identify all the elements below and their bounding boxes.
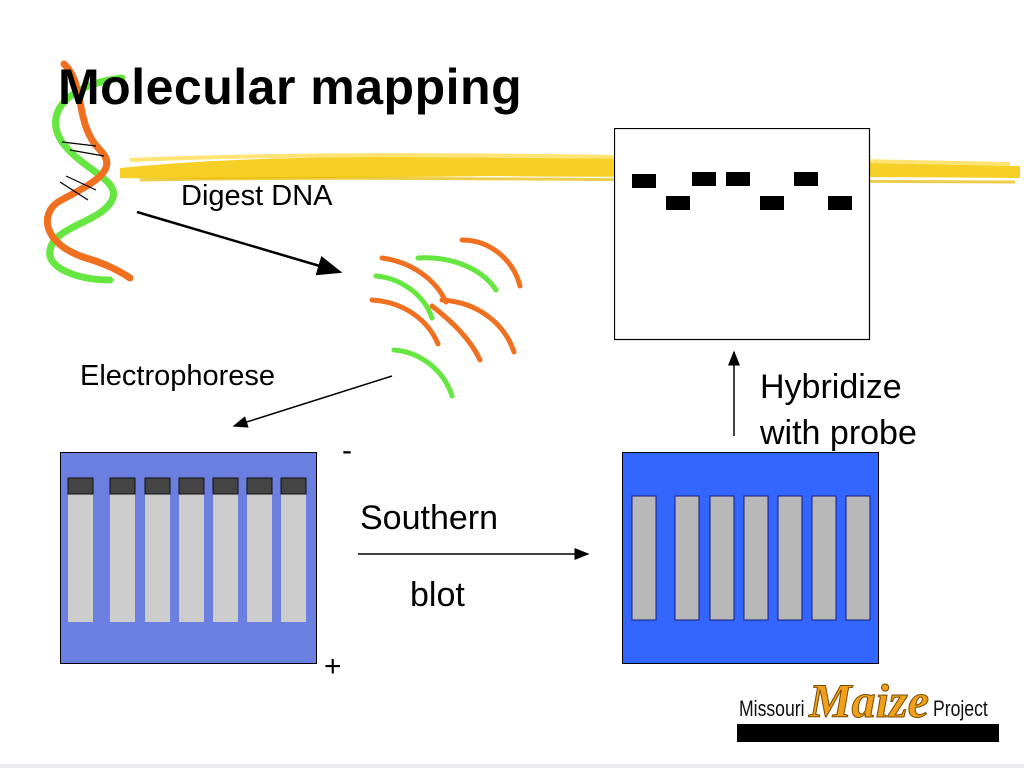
blot-membrane: [622, 452, 879, 664]
slide-title: Molecular mapping: [58, 59, 523, 115]
membrane-lanes: [631, 495, 871, 621]
hybridize-label: Hybridize with probe: [760, 364, 917, 456]
gel-wells: [67, 477, 307, 495]
agarose-gel: [60, 452, 317, 664]
logo-missouri-text: Missouri: [739, 696, 805, 721]
logo-project-text: Project: [933, 696, 988, 721]
missouri-maize-project-logo: Missouri Maize Project: [737, 675, 999, 742]
positive-pole-label: +: [324, 650, 342, 683]
electrophorese-label: Electrophorese: [80, 360, 276, 392]
digest-dna-label: Digest DNA: [181, 180, 333, 212]
logo-maize-text: Maize: [809, 675, 930, 729]
hybridize-line-2: with probe: [760, 414, 917, 452]
bottom-rule: [0, 764, 1024, 768]
southern-label: Southern: [360, 499, 498, 537]
logo-banner: Missouri Maize Project: [737, 675, 999, 729]
autoradiograph: [614, 128, 871, 341]
dna-helix-icon: [43, 60, 134, 284]
blot-label: blot: [410, 576, 465, 614]
hybridize-line-1: Hybridize: [760, 368, 902, 406]
hybridized-bands: [632, 172, 852, 210]
gel-lanes: [68, 492, 306, 622]
negative-pole-label: -: [342, 434, 352, 467]
